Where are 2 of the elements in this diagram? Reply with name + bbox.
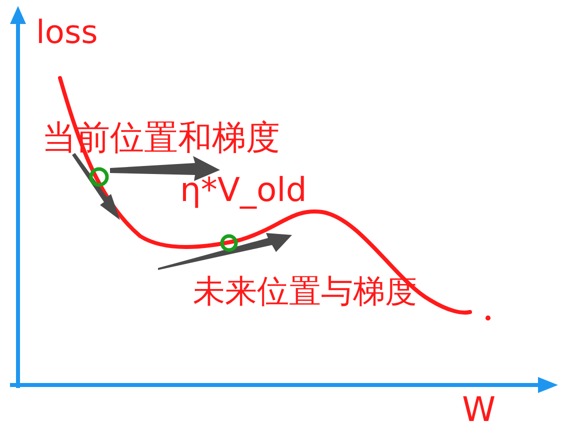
axis-label: W xyxy=(462,393,496,427)
axis-label: loss xyxy=(36,16,98,48)
